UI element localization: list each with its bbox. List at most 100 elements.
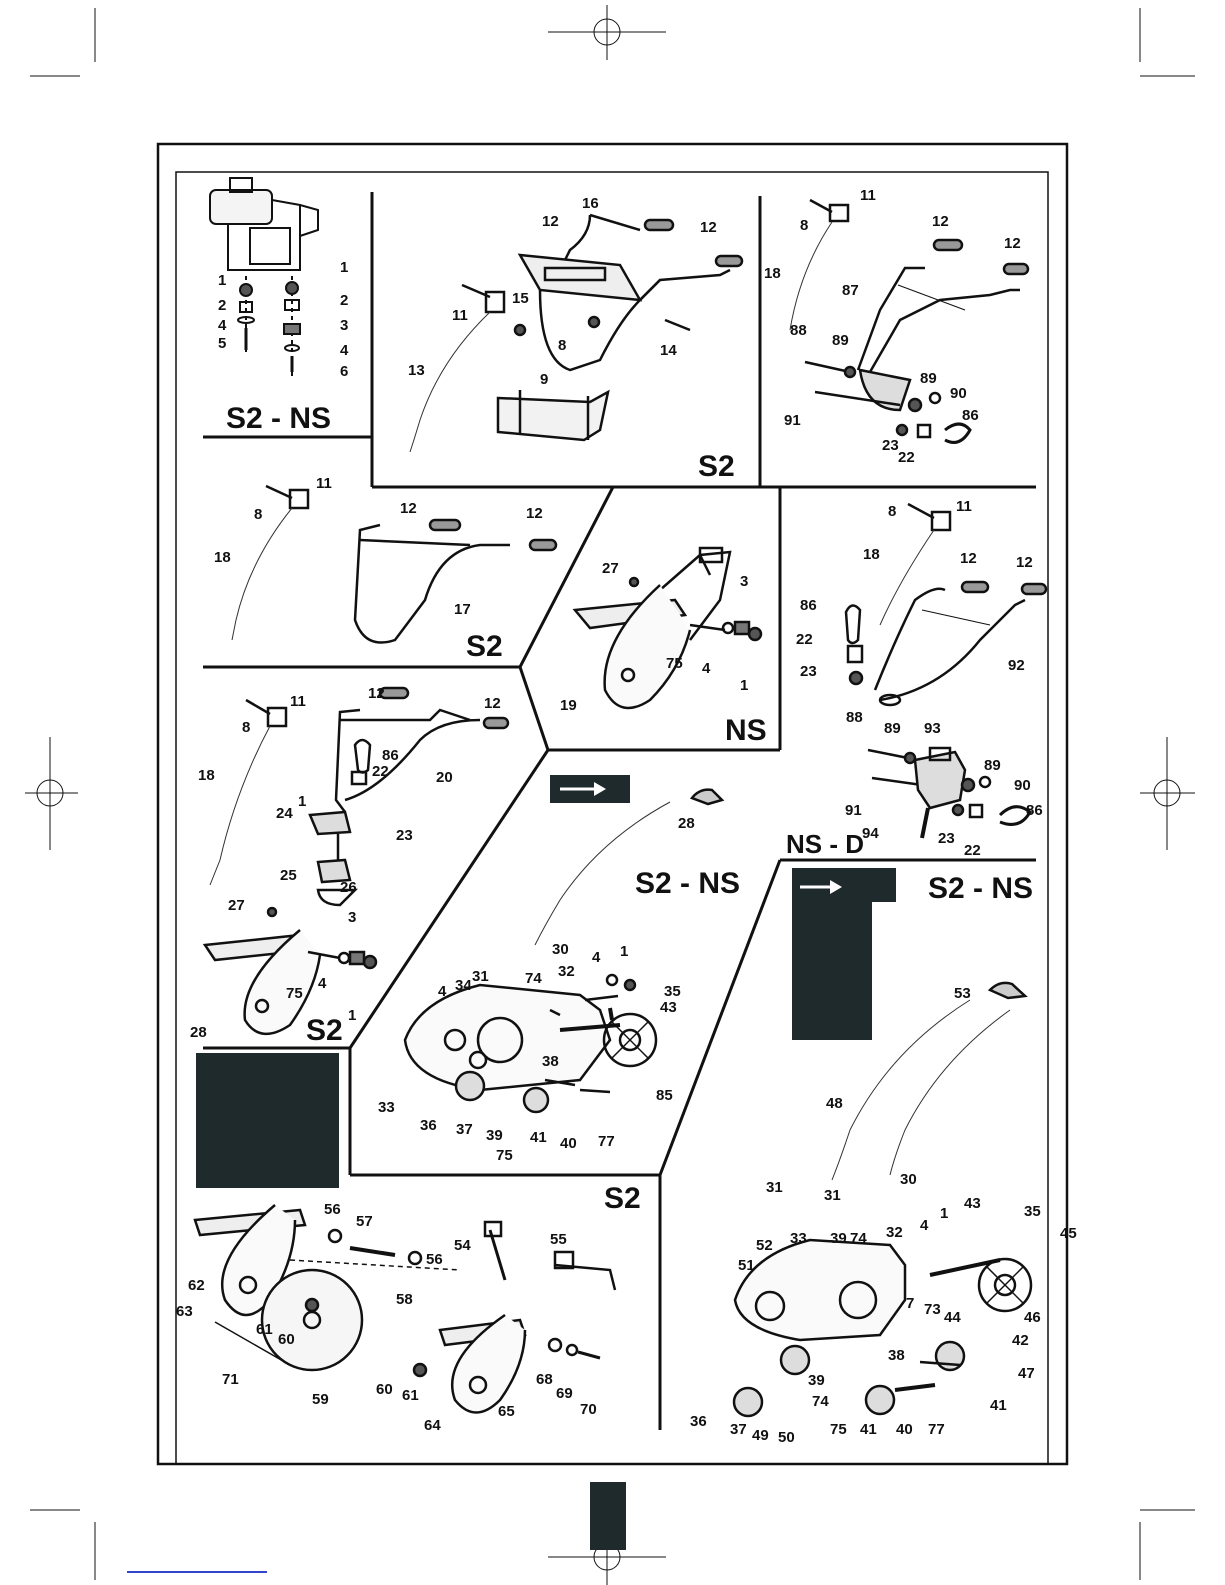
part-number-label: 8 (254, 506, 262, 523)
handle-92-illustration (844, 502, 1048, 839)
part-number-label: 71 (222, 1371, 239, 1388)
part-number-label: 12 (700, 219, 717, 236)
part-number-label: 43 (964, 1195, 981, 1212)
part-number-label: 24 (276, 805, 293, 822)
part-number-label: 85 (656, 1087, 673, 1104)
part-number-label: 11 (860, 187, 876, 204)
part-number-label: 73 (924, 1301, 941, 1318)
part-number-label: 39 (486, 1127, 503, 1144)
part-number-label: 40 (896, 1421, 913, 1438)
part-number-label: 2 (218, 297, 226, 314)
part-number-label: 22 (964, 842, 981, 859)
part-number-label: 86 (800, 597, 817, 614)
part-number-label: 23 (396, 827, 413, 844)
part-number-label: 37 (730, 1421, 747, 1438)
part-number-label: 75 (666, 655, 683, 672)
part-number-label: 47 (1018, 1365, 1035, 1382)
part-number-label: 22 (796, 631, 813, 648)
part-number-label: 3 (348, 909, 356, 926)
part-number-label: 1 (620, 943, 628, 960)
part-number-label: 23 (882, 437, 899, 454)
part-number-label: 69 (556, 1385, 573, 1402)
part-number-label: 33 (378, 1099, 395, 1116)
inner-frame (175, 171, 1049, 1465)
part-number-label: 32 (886, 1224, 903, 1241)
part-number-label: 40 (560, 1135, 577, 1152)
section-label-handle-s2-top: S2 (698, 450, 735, 483)
part-number-label: 18 (198, 767, 215, 784)
part-number-label: 51 (738, 1257, 755, 1274)
part-number-label: 12 (932, 213, 949, 230)
part-number-label: 33 (790, 1230, 807, 1247)
part-number-label: 15 (512, 290, 529, 307)
part-number-label: 60 (376, 1381, 393, 1398)
handle-17-illustration (231, 484, 558, 644)
part-number-label: 12 (542, 213, 559, 230)
part-number-label: 18 (863, 546, 880, 563)
section-label-engine-mount: S2 - NS (226, 402, 331, 435)
section-label-handle-s2-left: S2 (466, 630, 503, 663)
part-number-label: 12 (1004, 235, 1021, 252)
crosshair-registration-icon (1140, 737, 1195, 850)
part-number-label: 36 (690, 1413, 707, 1430)
part-number-label: 4 (702, 660, 711, 677)
part-number-label: 12 (1016, 554, 1033, 571)
part-number-label: 74 (812, 1393, 829, 1410)
gear-center-illustration (403, 788, 725, 1114)
part-number-label: 27 (228, 897, 245, 914)
part-number-label: 37 (456, 1121, 473, 1138)
part-number-label: 31 (766, 1179, 783, 1196)
part-number-label: 30 (552, 941, 569, 958)
part-number-label: 18 (764, 265, 781, 282)
part-number-label: 17 (454, 601, 471, 618)
part-number-label: 11 (316, 475, 332, 492)
part-number-label: 1 (940, 1205, 948, 1222)
part-number-label: 25 (280, 867, 297, 884)
part-number-label: 59 (312, 1391, 329, 1408)
handle-20-illustration (202, 686, 510, 1035)
part-number-label: 12 (484, 695, 501, 712)
part-number-label: 22 (898, 449, 915, 466)
part-number-label: 23 (938, 830, 955, 847)
section-label-gear-s2-bottom: S2 (604, 1182, 641, 1215)
part-number-label: 28 (190, 1024, 207, 1041)
section-label-frame-ns: NS (725, 714, 767, 747)
part-number-label: 74 (850, 1230, 867, 1247)
part-number-label: 42 (1012, 1332, 1029, 1349)
crosshair-registration-icon (25, 737, 78, 850)
part-number-label: 75 (830, 1421, 847, 1438)
part-number-label: 1 (340, 259, 348, 276)
part-number-label: 23 (800, 663, 817, 680)
gear-bottom-illustration (193, 1204, 617, 1414)
part-number-label: 57 (356, 1213, 373, 1230)
part-number-label: 18 (214, 549, 231, 566)
part-number-label: 49 (752, 1427, 769, 1444)
part-number-label: 11 (452, 307, 468, 324)
part-number-label: 22 (372, 763, 389, 780)
part-number-label: 77 (928, 1421, 945, 1438)
part-number-label: 11 (956, 498, 972, 515)
part-number-label: 54 (454, 1237, 471, 1254)
part-number-label: 38 (542, 1053, 559, 1070)
part-number-label: 63 (176, 1303, 193, 1320)
part-number-label: 44 (944, 1309, 961, 1326)
part-number-label: 8 (800, 217, 808, 234)
part-number-label: 1 (348, 1007, 356, 1024)
part-number-label: 2 (340, 292, 348, 309)
right-arrow-icon (800, 880, 842, 894)
page-link-underline[interactable] (127, 1571, 267, 1573)
part-number-label: 4 (592, 949, 601, 966)
part-number-label: 32 (558, 963, 575, 980)
part-number-label: 35 (1024, 1203, 1041, 1220)
part-number-label: 92 (1008, 657, 1025, 674)
part-number-label: 45 (1060, 1225, 1077, 1242)
part-number-label: 34 (455, 977, 472, 994)
part-number-label: 58 (396, 1291, 413, 1308)
part-number-label: 88 (790, 322, 807, 339)
part-number-label: 65 (498, 1403, 515, 1420)
part-number-label: 91 (784, 412, 801, 429)
part-number-label: 31 (824, 1187, 841, 1204)
part-number-label: 12 (400, 500, 417, 517)
part-number-label: 8 (888, 503, 896, 520)
